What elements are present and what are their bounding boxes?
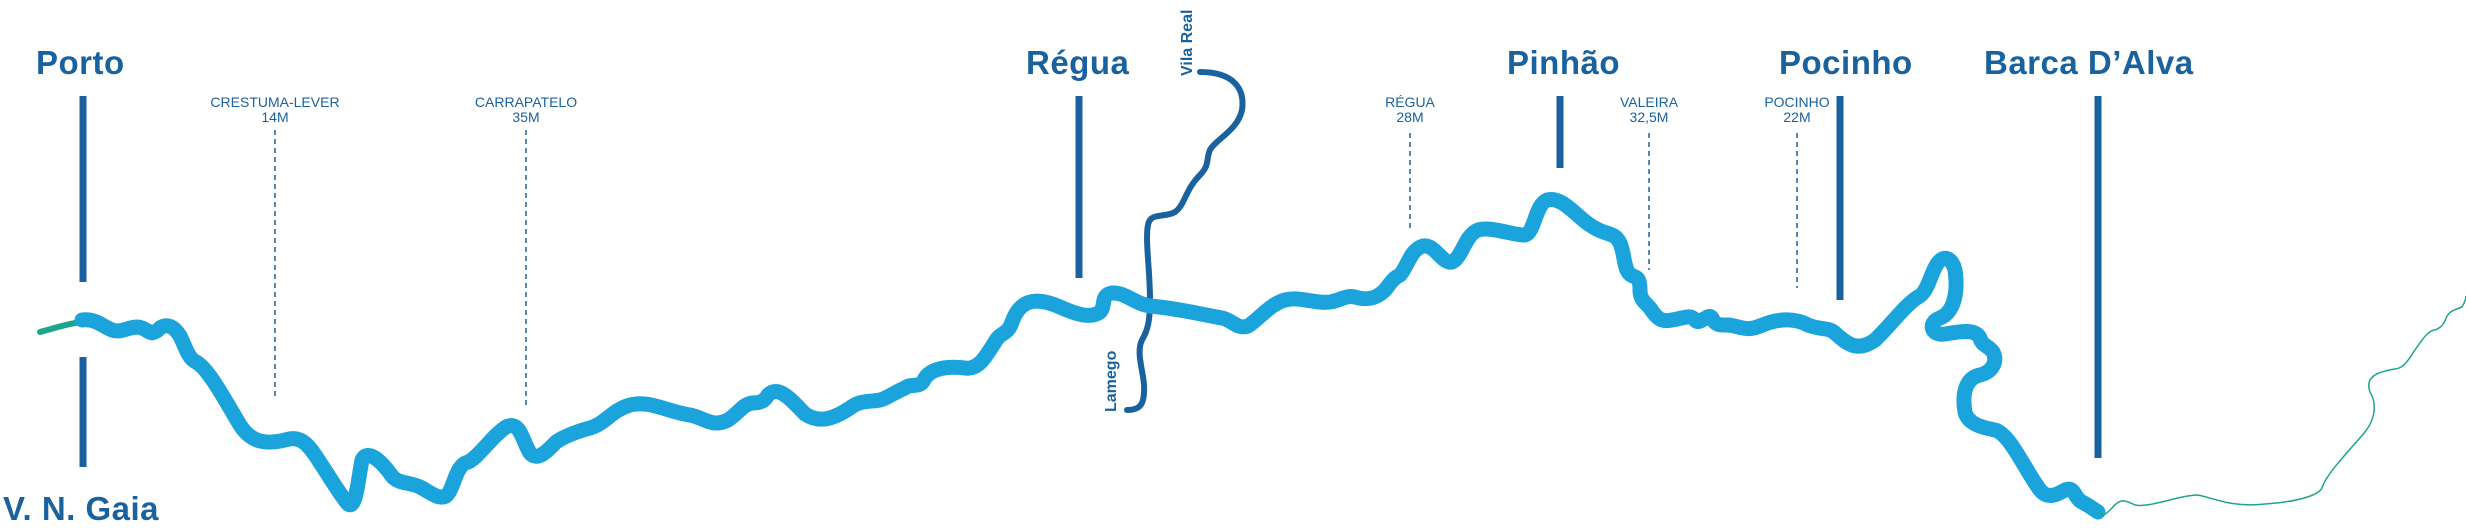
lamego-tributary [1124,297,1153,413]
city-label-pocinho: Pocinho [1779,44,1913,81]
city-label-pinhao: Pinhão [1507,44,1621,81]
dam-name: POCINHO [1764,94,1830,110]
dam-name: VALEIRA [1619,94,1679,110]
dam-name: CRESTUMA-LEVER [210,94,340,110]
city-label-vn-gaia: V. N. Gaia [3,490,160,527]
tributary-label-vila-real: Vila Real [1179,9,1196,76]
dam-height: 28M [1396,109,1424,125]
dam-height: 22M [1783,109,1811,125]
dam-label-regua: RÉGUA 28M [1385,95,1435,125]
douro-river [74,192,2106,520]
tributary-label-lamego: Lamego [1103,350,1120,412]
city-label-porto: Porto [36,44,125,81]
river-upstream-segment [2097,295,2466,516]
dam-label-carrapatelo: CARRAPATELO 35M [475,95,577,125]
dam-height: 32,5M [1629,109,1669,125]
vila-real-tributary [1144,69,1246,303]
dam-height: 35M [512,109,540,125]
dam-height: 14M [261,109,289,125]
dam-label-valeira: VALEIRA 32,5M [1620,95,1678,125]
dam-name: CARRAPATELO [474,94,578,110]
city-label-barca-dalva: Barca D’Alva [1984,44,2194,81]
city-label-regua: Régua [1026,44,1130,81]
dam-label-pocinho: POCINHO 22M [1764,95,1829,125]
dam-label-crestuma-lever: CRESTUMA-LEVER 14M [210,95,339,125]
dam-name: RÉGUA [1385,94,1435,110]
